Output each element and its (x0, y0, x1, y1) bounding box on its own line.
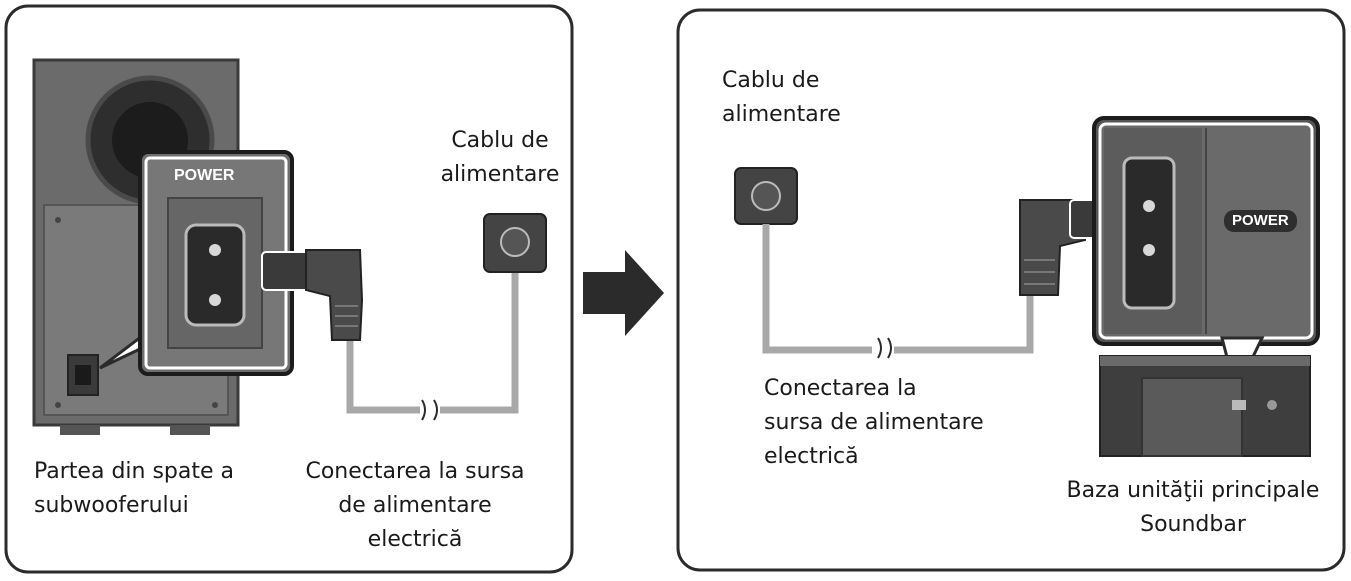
flow-arrow (583, 250, 664, 336)
soundbar-power-label: POWER (1224, 210, 1297, 232)
subwoofer-power-callout (138, 150, 294, 376)
left-connect-label: Conectarea la sursa de alimentare electr… (305, 459, 525, 552)
left-cable-label: Cablu de alimentare (440, 128, 560, 187)
left-power-cable (261, 213, 547, 421)
subwoofer-power-label: POWER (174, 167, 235, 184)
right-connect-label: Conectarea la sursa de alimentare electr… (764, 376, 984, 469)
right-cable-label: Cablu de alimentare (722, 68, 841, 127)
subwoofer-back-label: Partea din spate a subwooferului (34, 459, 234, 518)
soundbar-base-label: Baza unităţii principale Soundbar (1066, 478, 1320, 537)
soundbar-power-callout (1092, 116, 1320, 346)
soundbar-illustration (1099, 355, 1311, 457)
